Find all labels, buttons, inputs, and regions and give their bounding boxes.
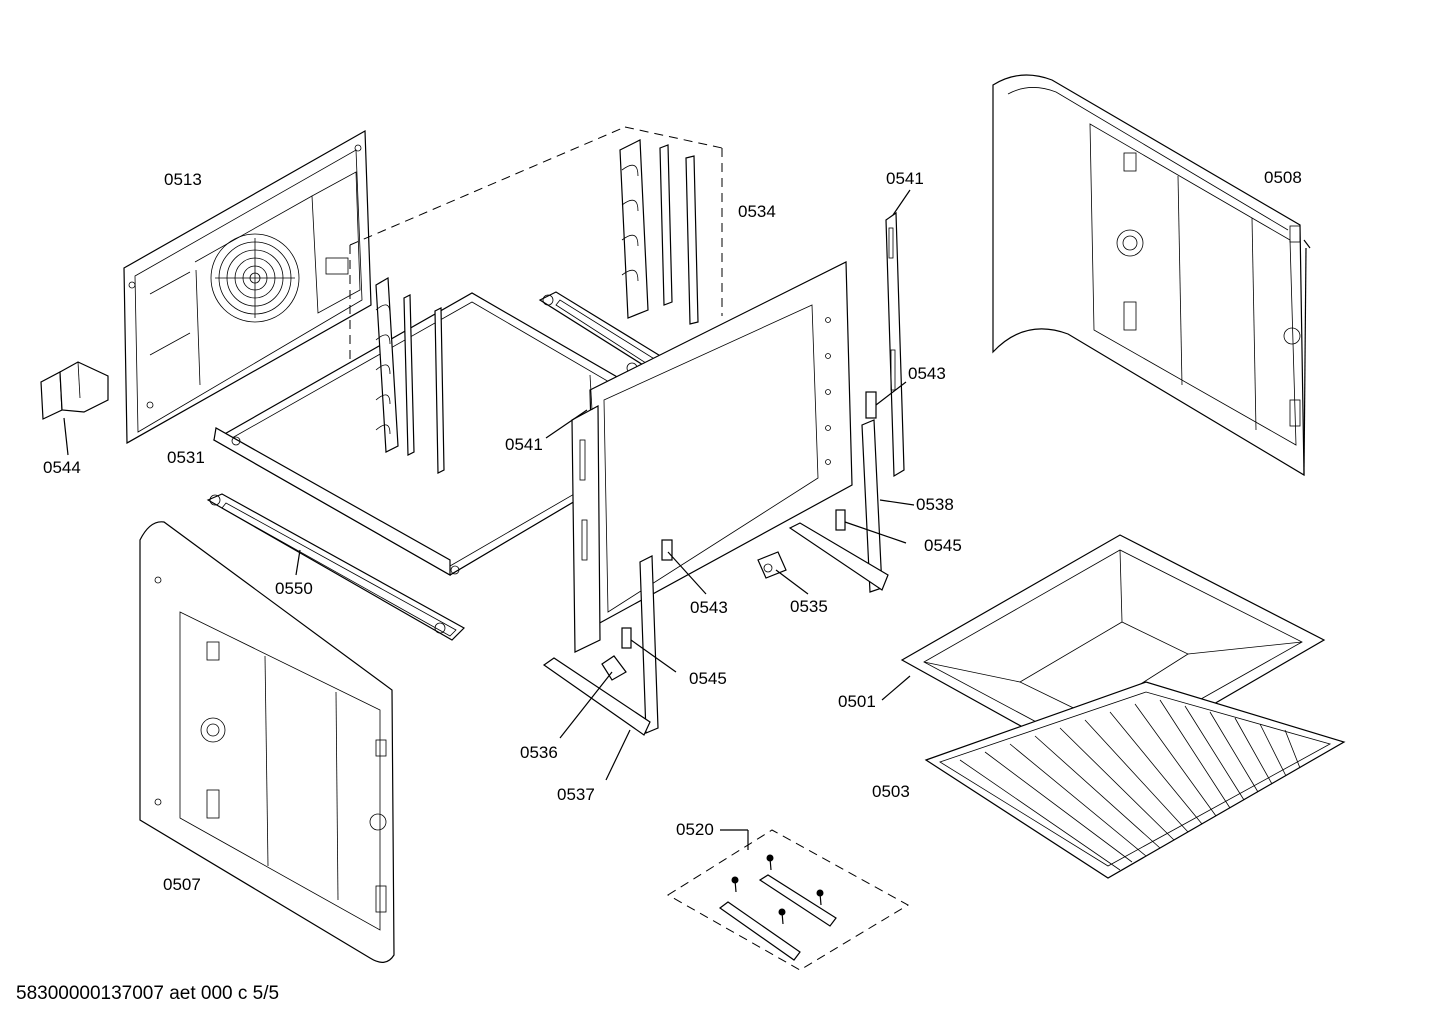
label-0538: 0538 xyxy=(916,495,954,514)
part-0503-wire-rack xyxy=(924,681,1346,879)
label-0543-b: 0543 xyxy=(690,598,728,617)
label-0520: 0520 xyxy=(676,820,714,839)
label-0543-a: 0543 xyxy=(908,364,946,383)
label-0513: 0513 xyxy=(164,170,202,189)
label-0545-b: 0545 xyxy=(689,669,727,688)
part-shelf-rails-left xyxy=(375,276,445,474)
label-0508: 0508 xyxy=(1264,168,1302,187)
part-0508-side-panel xyxy=(992,74,1311,477)
part-0544-bracket xyxy=(40,361,109,456)
part-0534-shelf-supports xyxy=(619,139,699,325)
part-0535-clip xyxy=(757,551,809,595)
label-0535: 0535 xyxy=(790,597,828,616)
part-0536-clip xyxy=(559,655,627,739)
label-0503: 0503 xyxy=(872,782,910,801)
part-0513-back-panel xyxy=(123,129,372,445)
document-footer: 58300000137007 aet 000 c 5/5 xyxy=(16,983,279,1004)
label-0541-b: 0541 xyxy=(886,169,924,188)
label-0544: 0544 xyxy=(43,458,81,477)
label-0501: 0501 xyxy=(838,692,876,711)
label-0534: 0534 xyxy=(738,202,776,221)
part-0541-front-bracket xyxy=(545,374,601,653)
label-0507: 0507 xyxy=(163,875,201,894)
part-0538-bracket xyxy=(788,419,915,593)
label-0537: 0537 xyxy=(557,785,595,804)
part-0545-lower xyxy=(621,627,677,673)
label-0531: 0531 xyxy=(167,448,205,467)
part-0543-lower xyxy=(661,539,707,595)
part-0550-telescopic-rail xyxy=(206,493,465,641)
label-0541-a: 0541 xyxy=(505,435,543,454)
part-0541-right-bracket xyxy=(885,189,911,478)
label-0550: 0550 xyxy=(275,579,313,598)
label-0545-a: 0545 xyxy=(924,536,962,555)
part-0543-upper xyxy=(865,381,907,419)
part-0520-screw-kit xyxy=(667,829,910,971)
label-0536: 0536 xyxy=(520,743,558,762)
part-0537-bracket xyxy=(542,555,659,781)
part-0507-side-panel xyxy=(139,521,395,963)
part-0545-upper xyxy=(835,509,907,544)
